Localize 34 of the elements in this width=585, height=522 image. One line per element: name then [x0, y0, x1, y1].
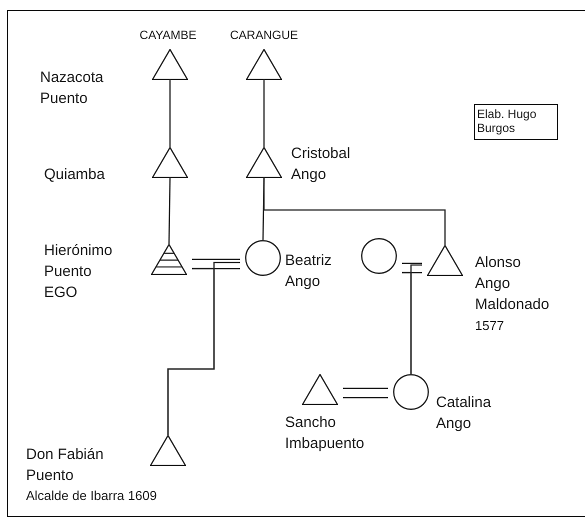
- credit-box: Elab. Hugo Burgos: [474, 104, 558, 140]
- descent-line: [168, 178, 171, 244]
- person-name: Cristobal Ango: [291, 144, 352, 185]
- person-name: CARANGUE: [228, 28, 299, 42]
- male-triangle-symbol: [150, 435, 186, 466]
- person-name: CAYAMBE: [138, 28, 198, 42]
- person-name: Sancho Imbapuento: [285, 413, 366, 454]
- female-circle-symbol: [245, 240, 281, 276]
- person-name: Beatriz Ango: [285, 251, 333, 292]
- marriage-line: [402, 262, 422, 274]
- person-name: Alonso Ango Maldonado: [475, 253, 550, 315]
- person-name: Hierónimo Puento EGO: [44, 241, 114, 303]
- marriage-line: [343, 388, 388, 398]
- female-circle-symbol: [393, 374, 429, 410]
- male-triangle-symbol: [427, 245, 463, 276]
- person-note: 1577: [475, 318, 505, 334]
- male-triangle-symbol: [246, 147, 282, 178]
- male-triangle-symbol: [246, 49, 282, 80]
- male-triangle-symbol: [152, 147, 188, 178]
- person-name: Don Fabián Puento: [26, 445, 105, 486]
- descent-line: [169, 80, 171, 147]
- person-name: Quiamba: [44, 165, 106, 185]
- female-circle-symbol: [361, 238, 397, 274]
- male-triangle-symbol: [152, 49, 188, 80]
- person-note: Nazacota Puento: [40, 68, 104, 109]
- descent-line: [410, 264, 422, 374]
- descent-line: [263, 178, 446, 245]
- marriage-line: [192, 258, 240, 270]
- person-note: Alcalde de Ibarra 1609: [26, 488, 158, 504]
- ego-hatched-triangle-symbol: [151, 244, 187, 275]
- descent-line: [263, 80, 265, 147]
- person-name: Catalina Ango: [436, 393, 492, 434]
- male-triangle-symbol: [302, 374, 338, 405]
- descent-line: [167, 262, 240, 435]
